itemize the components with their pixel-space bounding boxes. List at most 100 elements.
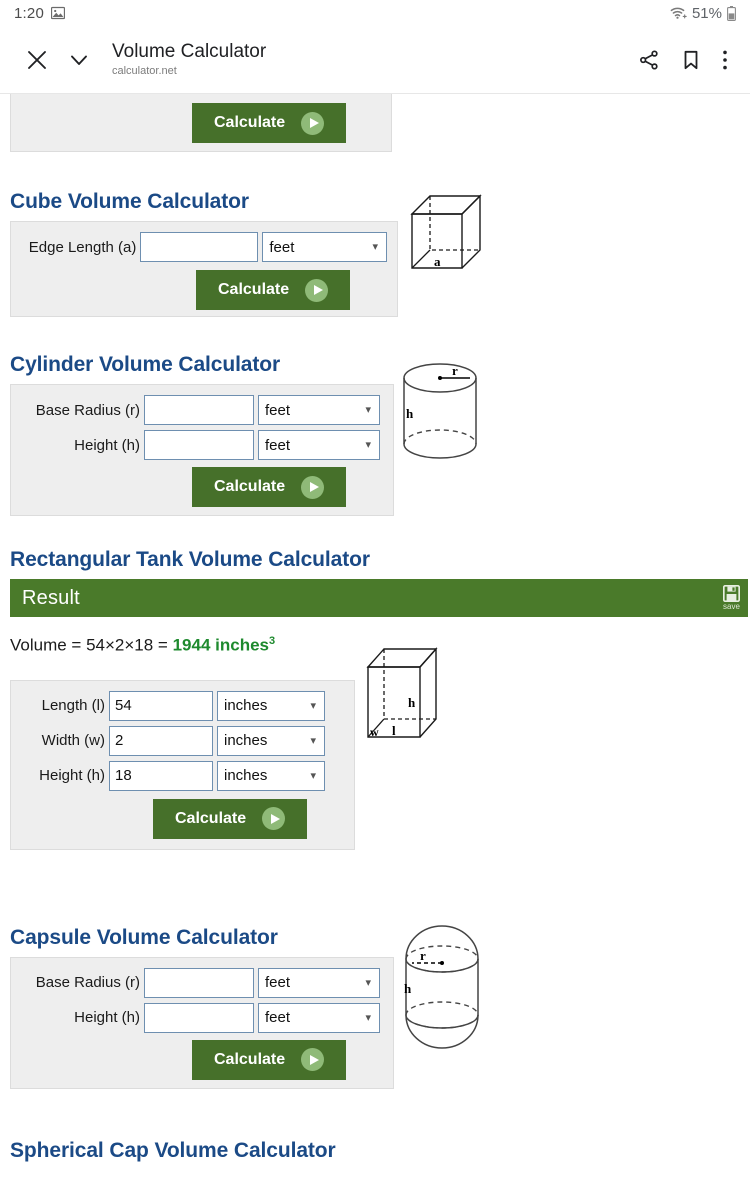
page-title-wrap: Volume Calculator calculator.net (112, 40, 266, 79)
cylinder-height-unit-value: feet (265, 436, 291, 454)
battery-icon (727, 5, 736, 21)
close-button[interactable] (16, 39, 58, 81)
chevron-down-icon: ▾ (372, 240, 378, 253)
calculate-button-capsule[interactable]: Calculate (192, 1039, 347, 1080)
app-bar: Volume Calculator calculator.net (0, 26, 750, 94)
more-vertical-icon[interactable] (722, 49, 728, 71)
rect-tank-section-title: Rectangular Tank Volume Calculator (10, 548, 370, 571)
calculate-label: Calculate (175, 809, 247, 827)
calculate-button-cube[interactable]: Calculate (196, 270, 351, 310)
collapse-button[interactable] (58, 39, 100, 81)
capsule-calculator-panel: Base Radius (r) feet ▾ Height (h) feet ▾… (10, 956, 394, 1089)
cylinder-radius-input[interactable] (144, 395, 254, 425)
play-icon (301, 111, 325, 135)
cylinder-height-label: Height (h) (74, 436, 140, 454)
rect-height-unit-select[interactable]: inches ▾ (217, 760, 325, 791)
cylinder-calculator-panel: Base Radius (r) feet ▾ Height (h) feet ▾… (10, 384, 394, 516)
capsule-diagram: r h (398, 923, 486, 1058)
spherical-cap-section-title: Spherical Cap Volume Calculator (10, 1138, 336, 1162)
image-icon (50, 6, 66, 20)
rect-width-input[interactable] (109, 725, 213, 756)
capsule-section: Capsule Volume Calculator Base Radius (r… (0, 923, 750, 1089)
clock: 1:20 (14, 4, 44, 22)
partial-calculator-panel: Calculate (10, 94, 392, 152)
cylinder-height-input[interactable] (144, 430, 254, 460)
svg-text:h: h (404, 981, 412, 996)
rect-length-unit-select[interactable]: inches ▾ (217, 690, 325, 721)
capsule-height-label: Height (h) (74, 1009, 140, 1027)
close-icon (26, 49, 48, 71)
calculate-label: Calculate (214, 114, 286, 131)
cylinder-radius-unit-select[interactable]: feet ▾ (258, 395, 380, 425)
rect-width-row: Width (w) inches ▾ (21, 725, 344, 756)
svg-text:a: a (434, 254, 441, 269)
play-icon (262, 807, 286, 831)
volume-result-line: Volume = 54×2×18 = 1944 inches3 (10, 635, 750, 656)
cylinder-radius-unit-value: feet (265, 401, 291, 419)
calculate-button-rect-tank[interactable]: Calculate (153, 798, 308, 839)
capsule-section-title: Capsule Volume Calculator (10, 925, 278, 949)
volume-result-exponent: 3 (269, 635, 276, 647)
svg-text:h: h (406, 406, 414, 421)
rect-height-unit-value: inches (224, 767, 268, 785)
rect-tank-calculator-panel: Length (l) inches ▾ Width (w) inches ▾ H… (10, 679, 355, 850)
svg-text:r: r (420, 948, 426, 963)
save-icon (722, 584, 741, 603)
cylinder-height-row: Height (h) feet ▾ (21, 430, 383, 460)
capsule-height-unit-value: feet (265, 1009, 291, 1027)
cube-unit-value: feet (269, 238, 295, 256)
rect-height-row: Height (h) inches ▾ (21, 760, 344, 791)
play-icon (301, 475, 325, 499)
save-button[interactable]: save (722, 584, 741, 611)
cylinder-radius-row: Base Radius (r) feet ▾ (21, 395, 383, 425)
capsule-radius-unit-value: feet (265, 974, 291, 992)
cube-edge-input[interactable] (140, 232, 259, 262)
play-icon (301, 1048, 325, 1072)
rectangular-tank-diagram: h w l (358, 641, 446, 758)
app-bar-actions (638, 49, 732, 71)
chevron-down-icon: ▾ (310, 734, 316, 747)
cube-unit-select[interactable]: feet ▾ (262, 232, 387, 262)
cylinder-radius-label: Base Radius (r) (35, 401, 140, 419)
rect-height-input[interactable] (109, 760, 213, 791)
rect-width-unit-select[interactable]: inches ▾ (217, 725, 325, 756)
result-banner: Result save (10, 579, 748, 617)
capsule-radius-unit-select[interactable]: feet ▾ (258, 967, 380, 998)
cylinder-height-unit-select[interactable]: feet ▾ (258, 430, 380, 460)
svg-text:r: r (452, 363, 458, 378)
calculate-button-cylinder[interactable]: Calculate (192, 467, 347, 507)
share-icon[interactable] (638, 49, 660, 71)
play-icon (305, 278, 329, 302)
page-domain: calculator.net (112, 65, 177, 77)
chevron-down-icon: ▾ (310, 699, 316, 712)
capsule-radius-label: Base Radius (r) (35, 974, 140, 992)
cube-section: Cube Volume Calculator Edge Length (a) f… (0, 190, 750, 317)
capsule-height-input[interactable] (144, 1002, 254, 1033)
cube-diagram: a (404, 188, 488, 285)
save-label: save (723, 602, 740, 611)
cube-calculator-panel: Edge Length (a) feet ▾ Calculate (10, 221, 398, 317)
cube-edge-row: Edge Length (a) feet ▾ (21, 232, 387, 262)
chevron-down-icon: ▾ (365, 403, 371, 416)
rect-width-label: Width (w) (41, 732, 105, 750)
status-bar: 1:20 51% (0, 0, 750, 26)
battery-percent: 51% (691, 4, 722, 22)
rect-length-input[interactable] (109, 690, 213, 721)
capsule-radius-row: Base Radius (r) feet ▾ (21, 967, 383, 998)
calculate-button-top[interactable]: Calculate (192, 103, 347, 143)
calculate-label: Calculate (214, 1050, 286, 1068)
status-bar-left: 1:20 (14, 4, 66, 22)
spherical-cap-section: Spherical Cap Volume Calculator (0, 1139, 750, 1163)
status-bar-right: 51% (670, 5, 736, 22)
capsule-height-row: Height (h) feet ▾ (21, 1002, 383, 1033)
capsule-radius-input[interactable] (144, 967, 254, 998)
rect-length-unit-value: inches (224, 697, 268, 715)
bookmark-icon[interactable] (680, 49, 702, 71)
page-title: Volume Calculator (112, 41, 267, 62)
cylinder-section: Cylinder Volume Calculator Base Radius (… (0, 353, 750, 516)
chevron-down-icon: ▾ (365, 976, 371, 989)
capsule-height-unit-select[interactable]: feet ▾ (258, 1002, 380, 1033)
rect-length-label: Length (l) (41, 697, 105, 715)
chevron-down-icon (68, 49, 90, 71)
cube-edge-label: Edge Length (a) (28, 238, 137, 256)
